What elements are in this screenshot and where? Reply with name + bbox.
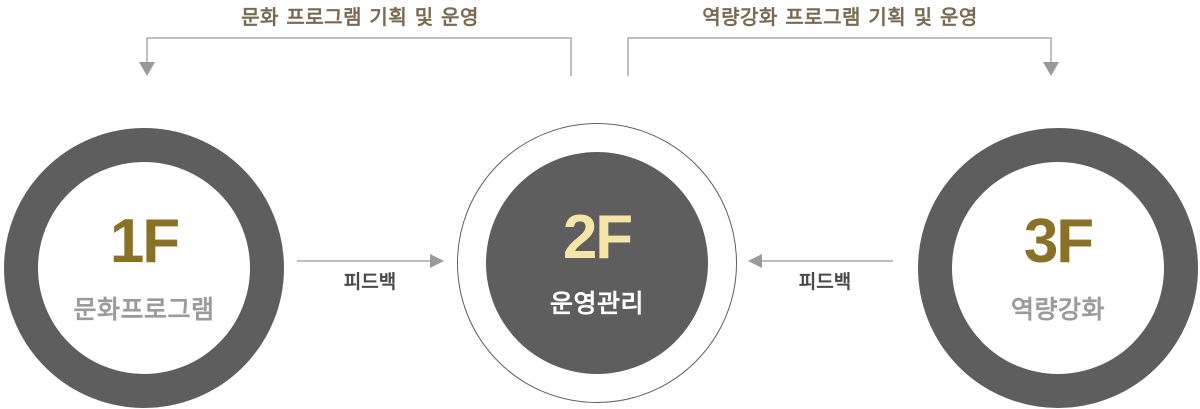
left-bracket-line [146, 37, 572, 76]
floor-3-number: 3F [1023, 207, 1094, 276]
floor-1-circle: 1F 문화프로그램 [4, 128, 284, 408]
top-label-capacity-program: 역량강화 프로그램 기획 및 운영 [702, 5, 978, 29]
floor-2-circle: 2F 운영관리 [486, 152, 708, 374]
floor-3-circle: 3F 역량강화 [918, 128, 1198, 408]
floor-2-name: 운영관리 [549, 289, 644, 318]
feedback-label-right: 피드백 [798, 271, 852, 293]
floor-1-number: 1F [109, 207, 180, 276]
feedback-label-left: 피드백 [343, 271, 397, 293]
floor-1-name: 문화프로그램 [73, 295, 215, 324]
right-bracket-line [627, 37, 1052, 76]
floor-3-name: 역량강화 [1010, 295, 1105, 324]
feedback-right-arrow-icon [748, 254, 762, 268]
floor-2-number: 2F [562, 203, 633, 272]
feedback-left-arrow-icon [430, 254, 444, 268]
top-label-culture-program: 문화 프로그램 기획 및 운영 [241, 5, 479, 29]
left-bracket-arrow-icon [139, 62, 155, 76]
right-bracket-arrow-icon [1043, 62, 1059, 76]
